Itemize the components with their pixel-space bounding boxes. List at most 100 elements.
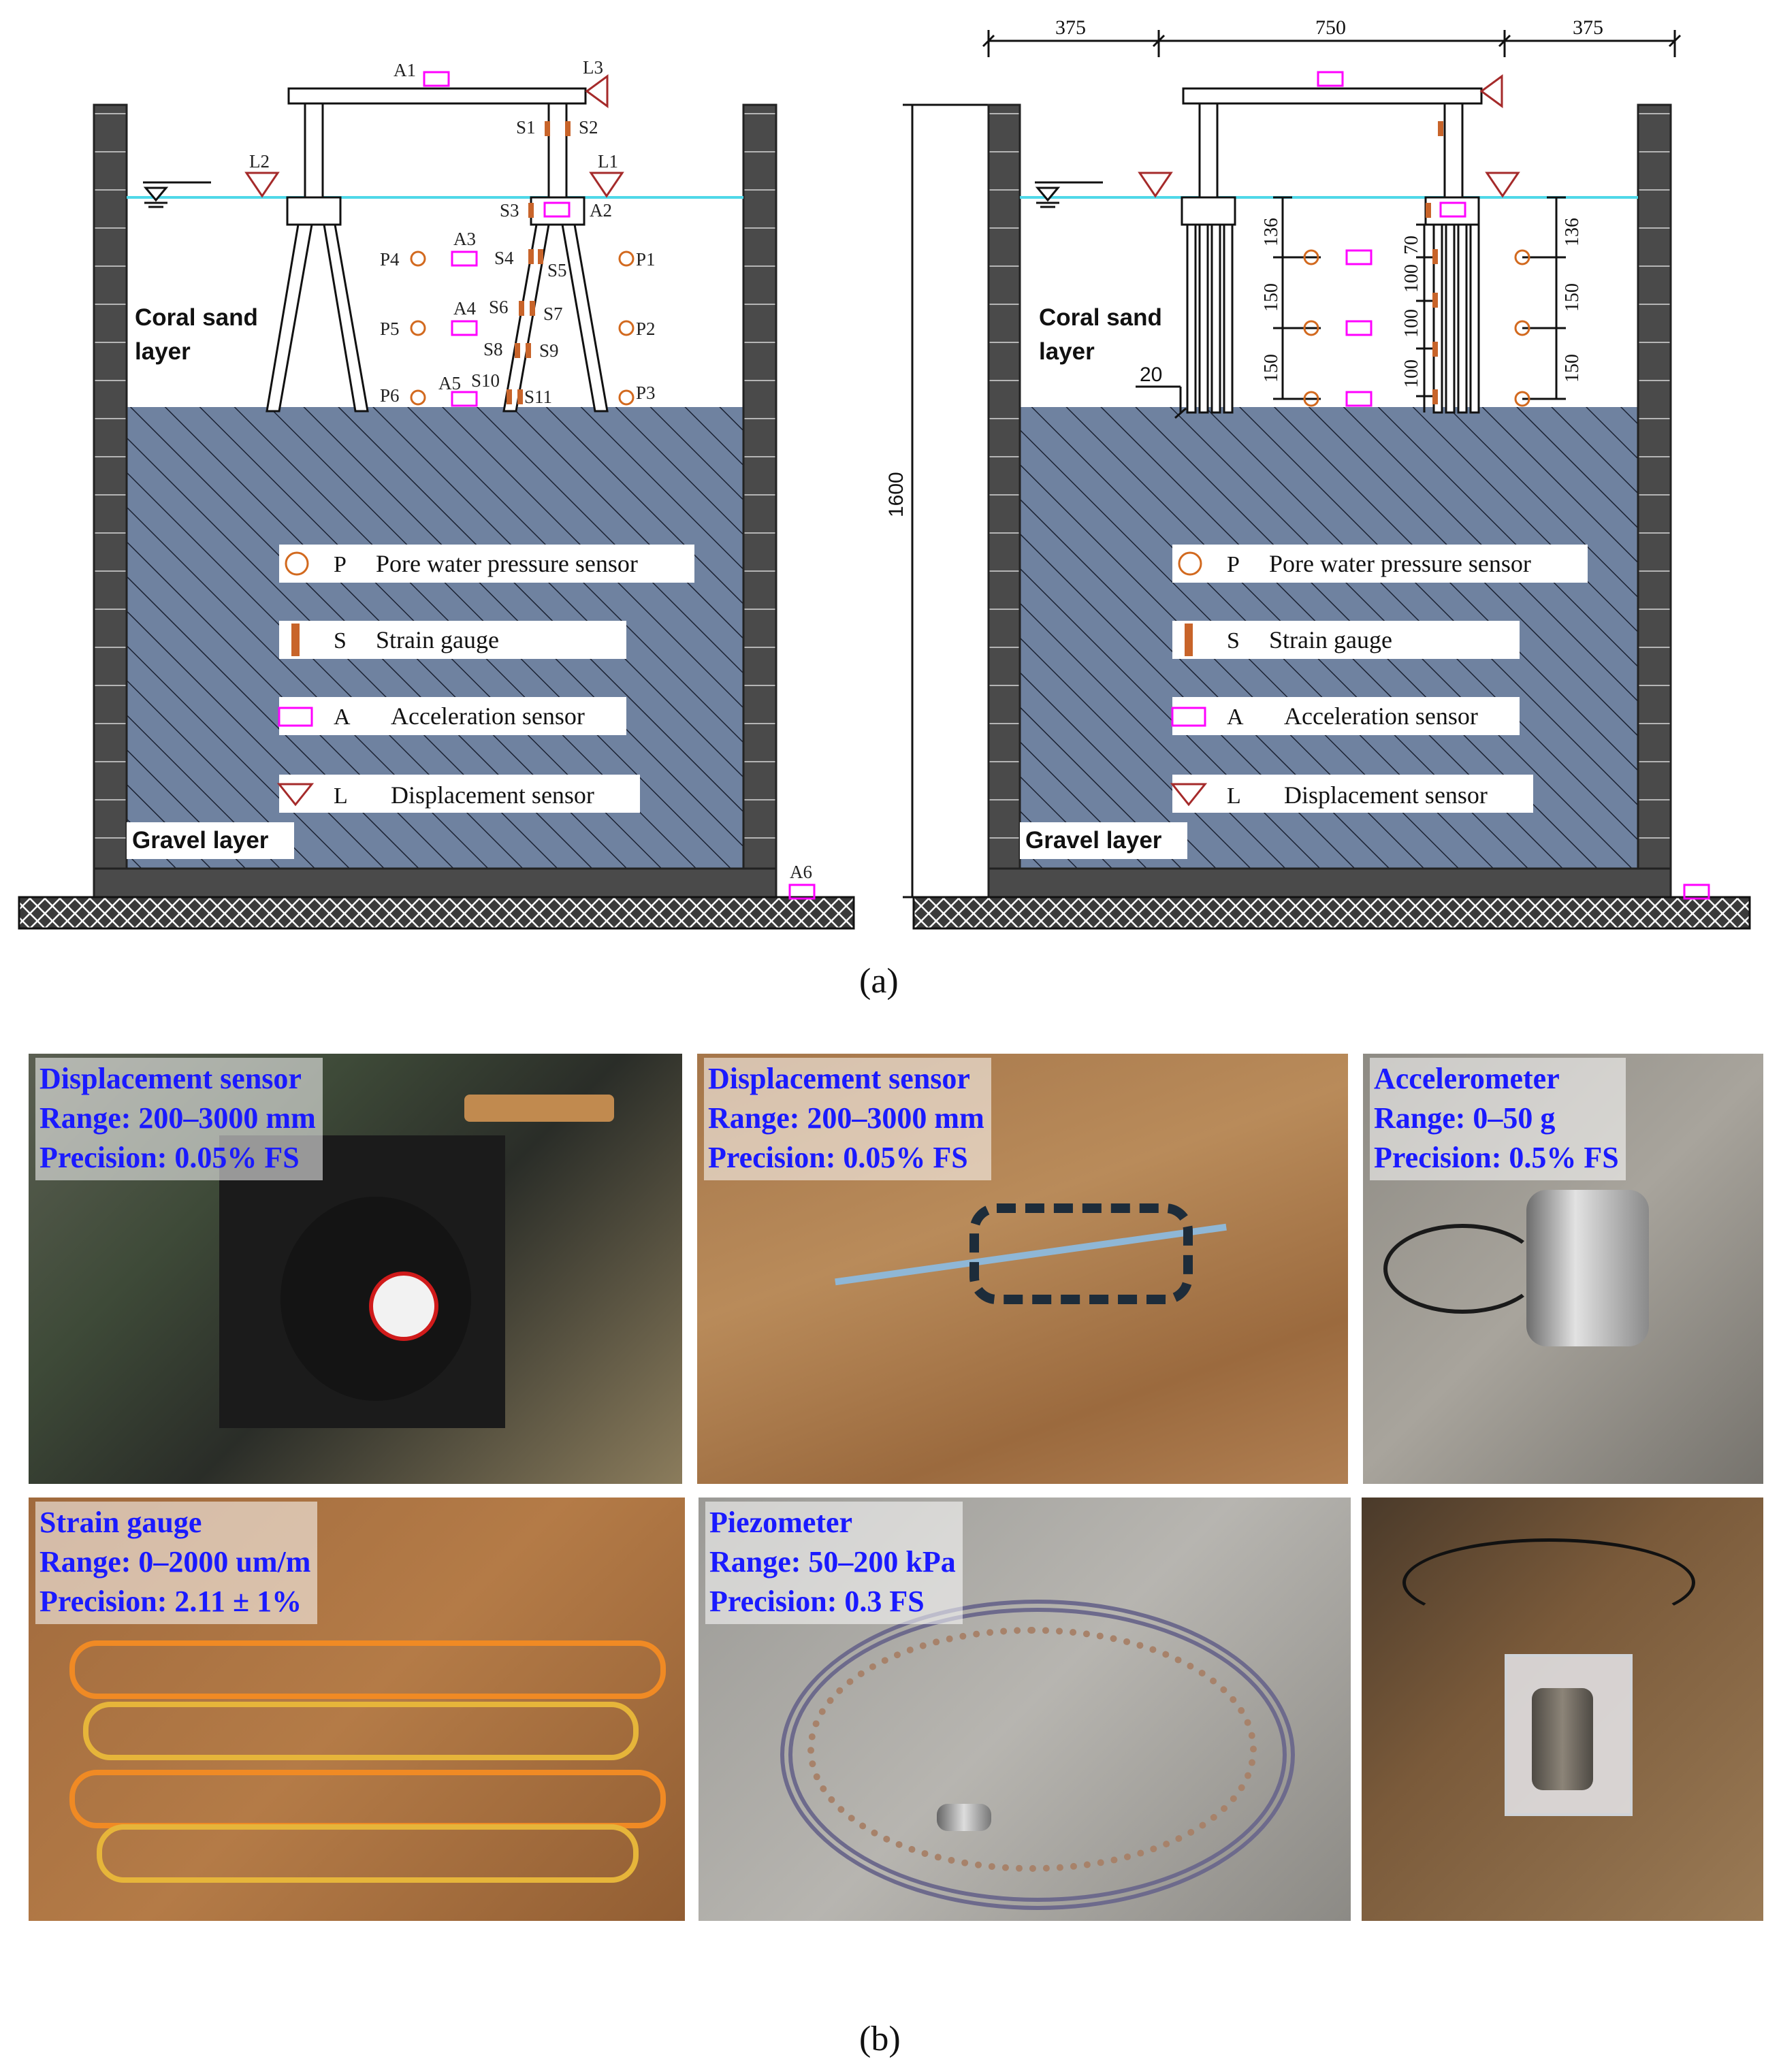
pore-marker-p6 (410, 389, 426, 406)
label-s3: S3 (500, 200, 519, 221)
photo2-precision: Precision: 0.05% FS (708, 1141, 968, 1174)
photo-piezometer: Piezometer Range: 50–200 kPa Precision: … (699, 1498, 1351, 1921)
water-level-icon (143, 181, 211, 208)
label-l1: L1 (598, 151, 618, 172)
photo3-range: Range: 0–50 g (1374, 1101, 1556, 1135)
photo1-precision: Precision: 0.05% FS (39, 1141, 300, 1174)
dim-left-col-3: 150 (1261, 354, 1282, 383)
panel-a-diagram: A1 L3 S1 S2 L2 L1 S3 A2 A3 P4 S4 S5 P1 A… (18, 16, 1751, 930)
label-p1: P1 (636, 249, 656, 270)
legend-left: P Pore water pressure sensor S Strain ga… (276, 545, 694, 813)
photo-strain-gauge: Strain gauge Range: 0–2000 um/m Precisio… (29, 1498, 685, 1921)
strain-marker-s3 (528, 203, 534, 218)
legend-left-l-text: Displacement sensor (391, 781, 594, 809)
label-p2: P2 (636, 319, 656, 339)
label-s7: S7 (543, 304, 563, 324)
label-s8: S8 (483, 339, 503, 359)
label-a3: A3 (453, 229, 476, 249)
pile-group-left (266, 93, 369, 412)
dim-height: 1600 (885, 472, 908, 517)
ground-base (18, 896, 855, 930)
strain-marker-s9 (526, 343, 531, 358)
photo-label-4: Strain gauge Range: 0–2000 um/m Precisio… (35, 1502, 318, 1624)
strain-marker-s7 (530, 301, 535, 316)
photo-label-3: Accelerometer Range: 0–50 g Precision: 0… (1370, 1058, 1626, 1180)
strain-marker-s10 (507, 389, 512, 404)
photo5-range: Range: 50–200 kPa (709, 1545, 956, 1579)
photo4-precision: Precision: 2.11 ± 1% (39, 1585, 302, 1618)
photo4-range: Range: 0–2000 um/m (39, 1545, 311, 1579)
disp-marker-l2 (244, 172, 280, 198)
label-a6: A6 (790, 862, 812, 882)
photo-label-1: Displacement sensor Range: 200–3000 mm P… (35, 1058, 323, 1180)
height-dimension (903, 103, 989, 899)
pore-marker-p5 (410, 320, 426, 336)
dim-pile-4: 100 (1401, 359, 1422, 388)
label-a4: A4 (453, 298, 476, 319)
right-wall (742, 103, 777, 870)
label-l2: L2 (249, 151, 270, 172)
label-p6: P6 (380, 385, 400, 406)
dim-right-col-1: 136 (1562, 218, 1583, 246)
strain-marker-s1 (545, 121, 550, 136)
tank-base (93, 867, 777, 899)
caption-a: (a) (859, 961, 899, 1001)
accel-marker-a2 (543, 201, 571, 218)
strain-marker-s2 (565, 121, 571, 136)
label-p3: P3 (636, 383, 656, 403)
disp-marker-l3 (585, 74, 609, 108)
photo-accelerometer-block (1362, 1498, 1763, 1921)
caption-a-text: (a) (859, 962, 899, 1001)
photo-label-2: Displacement sensor Range: 200–3000 mm P… (704, 1058, 991, 1180)
pore-marker-p1 (618, 250, 635, 267)
photo3-title: Accelerometer (1374, 1062, 1560, 1095)
dim-pile-1: 70 (1401, 236, 1422, 255)
photo5-title: Piezometer (709, 1506, 853, 1539)
label-a5: A5 (438, 373, 461, 393)
photo-label-5: Piezometer Range: 50–200 kPa Precision: … (705, 1502, 963, 1624)
legend-right-a-symbol: A (1227, 705, 1244, 730)
dim-pile-2: 100 (1401, 264, 1422, 293)
label-p4: P4 (380, 249, 400, 270)
label-s10: S10 (471, 370, 500, 391)
label-l3: L3 (583, 57, 603, 78)
label-p5: P5 (380, 319, 400, 339)
pile-group-right (502, 93, 609, 412)
photo5-precision: Precision: 0.3 FS (709, 1585, 925, 1618)
strain-marker-s8 (515, 343, 520, 358)
left-diagram: A1 L3 S1 S2 L2 L1 S3 A2 A3 P4 S4 S5 P1 A… (18, 57, 855, 930)
photo1-range: Range: 200–3000 mm (39, 1101, 316, 1135)
label-s11: S11 (524, 387, 552, 407)
legend-left-s-text: Strain gauge (376, 626, 499, 653)
legend-right: P Pore water pressure sensor S Strain ga… (1170, 545, 1588, 813)
photo3-precision: Precision: 0.5% FS (1374, 1141, 1619, 1174)
dim-top-3: 375 (1573, 16, 1603, 39)
legend-right-p-symbol: P (1227, 552, 1240, 577)
label-s4: S4 (494, 248, 514, 268)
strain-marker-s6 (519, 301, 524, 316)
dim-right-col-3: 150 (1562, 354, 1583, 383)
legend-left-p-symbol: P (334, 552, 347, 577)
legend-left-l-symbol: L (334, 783, 348, 809)
top-dimensions (982, 30, 1682, 57)
legend-right-p-text: Pore water pressure sensor (1269, 550, 1531, 577)
strain-marker-s11 (517, 389, 523, 404)
dim-left-col-2: 150 (1261, 283, 1282, 312)
dim-embed: 20 (1140, 363, 1162, 386)
accel-marker-a3 (451, 250, 478, 267)
pore-marker-p4 (410, 250, 426, 267)
photo1-title: Displacement sensor (39, 1062, 302, 1095)
label-s1: S1 (516, 117, 536, 137)
right-sand-layer-label-2: layer (1039, 338, 1095, 365)
dim-top-2: 750 (1315, 16, 1346, 39)
sand-layer-label-2: layer (135, 338, 191, 365)
photo2-title: Displacement sensor (708, 1062, 970, 1095)
label-s9: S9 (539, 340, 559, 361)
pore-marker-p2 (618, 320, 635, 336)
dim-top-1: 375 (1055, 16, 1086, 39)
legend-right-s-text: Strain gauge (1269, 626, 1392, 653)
caption-b: (b) (859, 2019, 901, 2059)
sand-layer-label-1: Coral sand (135, 304, 258, 331)
photo-accelerometer: Accelerometer Range: 0–50 g Precision: 0… (1363, 1054, 1763, 1484)
photo-displacement-sensor-2: Displacement sensor Range: 200–3000 mm P… (697, 1054, 1348, 1484)
